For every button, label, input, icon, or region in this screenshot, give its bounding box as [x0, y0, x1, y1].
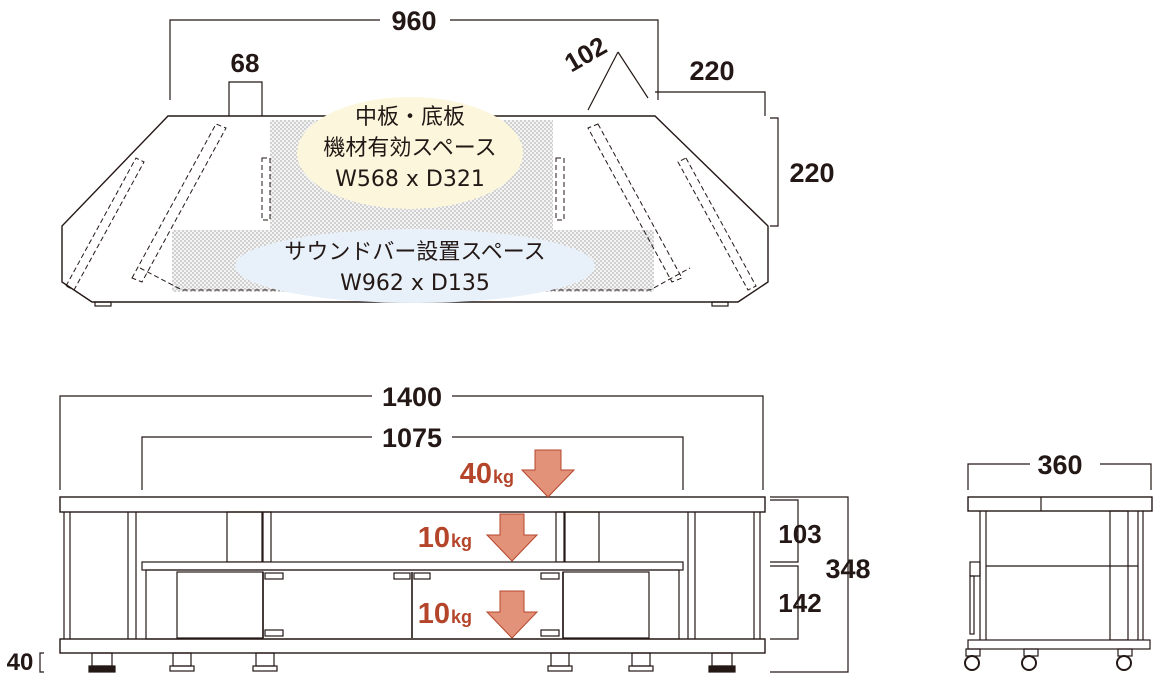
- side-bracket: [969, 561, 981, 577]
- load-arrow-top: [520, 449, 576, 498]
- dim-40-line: [39, 652, 44, 673]
- front-bottom-board: [59, 638, 766, 654]
- dim-348-label: 348: [825, 554, 870, 584]
- side-view: [964, 463, 1153, 671]
- hinge-5: [540, 572, 560, 580]
- left-inner-dashed-post: [131, 123, 227, 283]
- lower-compartment: [145, 569, 680, 640]
- dim-68-line: [228, 81, 263, 116]
- hinge-3: [393, 572, 411, 580]
- side-wheel-1: [964, 655, 980, 671]
- load-top-value: 40: [460, 458, 492, 490]
- side-wheel-2: [1021, 655, 1037, 671]
- load-arrow-bottom: [485, 590, 539, 639]
- dim-103-label: 103: [778, 519, 821, 549]
- right-inner-dashed-post: [587, 123, 683, 283]
- side-bracket-lower: [969, 575, 975, 635]
- shelf-label-line3: W568 x D321: [335, 167, 485, 192]
- dim-1075-label: 1075: [382, 423, 442, 453]
- dim-142-label: 142: [778, 588, 821, 618]
- dim-220b-label: 220: [789, 158, 834, 188]
- dim-348-line: [770, 496, 849, 673]
- lower-left-panel: [176, 571, 264, 639]
- top-foot-left: [94, 301, 112, 307]
- dim-142-line: [770, 565, 799, 640]
- side-back-post: [1109, 510, 1129, 641]
- dim-960-line: [169, 19, 659, 100]
- side-bottom-board: [967, 639, 1151, 650]
- upper-post-4: [564, 511, 600, 563]
- dim-360-label: 360: [1037, 450, 1082, 480]
- dim-40-label: 40: [7, 649, 34, 676]
- load-top-unit: kg: [493, 467, 514, 487]
- hinge-6: [540, 629, 560, 637]
- dim-360-line: [967, 463, 1152, 490]
- dim-220a-label: 220: [689, 56, 734, 86]
- load-arrows: [485, 449, 576, 639]
- side-top-board: [967, 496, 1153, 512]
- hinge-1: [264, 572, 284, 580]
- dim-1400-line: [59, 395, 764, 490]
- top-board-outline: [61, 115, 769, 303]
- center-right-dashed-post: [555, 157, 565, 221]
- load-bottom-value: 10: [418, 598, 450, 630]
- hinge-2: [264, 629, 284, 637]
- center-left-dashed-post: [261, 157, 271, 221]
- dim-960-label: 960: [391, 6, 436, 36]
- front-feet: [88, 652, 736, 673]
- left-outer-dashed-post: [65, 157, 145, 291]
- upper-post-3: [555, 511, 565, 563]
- dim-220b-line: [770, 117, 779, 227]
- dim-103-line: [770, 499, 799, 563]
- front-middle-shelf: [141, 561, 684, 571]
- top-foot-right: [711, 301, 729, 307]
- front-top-board: [59, 496, 766, 513]
- shelf-label-line1: 中板・底板: [355, 105, 465, 130]
- shelf-space-ellipse: [297, 97, 523, 209]
- dim-220a-line: [655, 91, 766, 116]
- load-bottom-unit: kg: [451, 607, 472, 627]
- soundbar-space-ellipse: [235, 229, 595, 303]
- upper-post-1: [226, 511, 263, 563]
- hinge-4: [413, 572, 431, 580]
- dim-102-label: 102: [559, 30, 612, 78]
- load-middle-value: 10: [418, 522, 450, 554]
- lower-right-panel: [562, 571, 650, 639]
- dim-68-label: 68: [231, 48, 260, 78]
- load-arrow-middle: [485, 513, 539, 562]
- shelf-label-line2: 機材有効スペース: [323, 136, 496, 161]
- side-wheel-3: [1116, 655, 1132, 671]
- dim-1075-line: [141, 436, 684, 490]
- front-view: [39, 395, 849, 673]
- right-outer-dashed-post: [677, 157, 757, 291]
- dim-1400-label: 1400: [382, 382, 442, 412]
- soundbar-label-line1: サウンドバー設置スペース: [284, 240, 545, 265]
- soundbar-label-line2: W962 x D135: [340, 271, 490, 296]
- load-middle-unit: kg: [451, 531, 472, 551]
- dim-102-line: [587, 51, 649, 111]
- upper-post-2: [262, 511, 272, 563]
